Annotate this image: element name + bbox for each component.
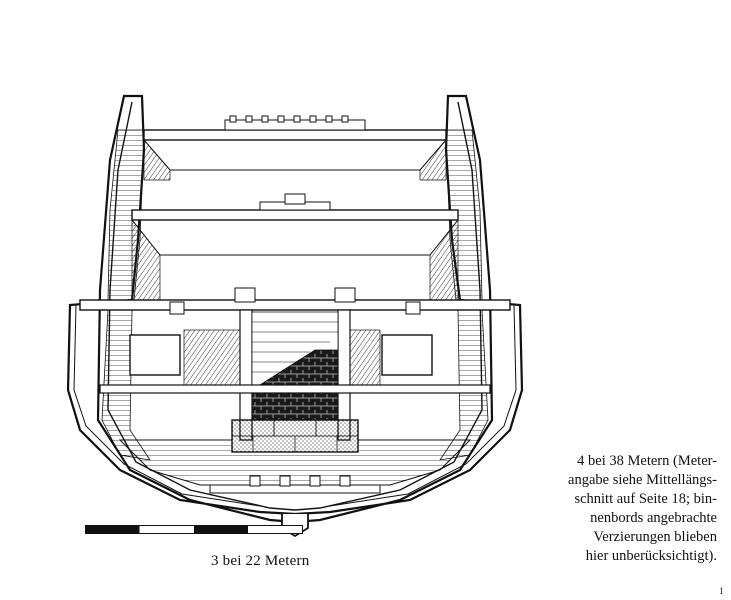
- ship-cross-section-svg: [66, 94, 524, 538]
- side-caption-line: Verzierungen blieben: [593, 529, 717, 545]
- second-deck: [131, 209, 459, 221]
- upper-deck: [143, 129, 447, 141]
- scale-bar-svg: [85, 525, 303, 534]
- side-caption-line: 4 bei 38 Metern (Meter-: [577, 453, 717, 469]
- scale-segment-dark: [85, 525, 140, 534]
- hold-floor: [118, 439, 472, 486]
- upper-rail: [224, 115, 366, 131]
- scale-caption: 3 bei 22 Metern: [211, 553, 310, 569]
- scale-bar: [85, 525, 303, 534]
- side-caption-line: schnitt auf Seite 18; bin-: [574, 491, 717, 507]
- side-caption: 4 bei 38 Metern (Meter- angabe siehe Mit…: [532, 452, 717, 566]
- port-right: [381, 334, 433, 376]
- side-caption-line: angabe siehe Mittellängs-: [568, 472, 717, 488]
- page-number: 1: [719, 586, 724, 596]
- third-deck: [79, 299, 511, 311]
- side-caption-line: nenbords angebrachte: [590, 510, 717, 526]
- ship-cross-section-drawing: [60, 90, 530, 540]
- side-caption-line: hier unberücksichtigt).: [585, 548, 717, 564]
- lower-deck: [99, 384, 491, 394]
- port-left: [129, 334, 181, 376]
- scale-segment-dark: [194, 525, 248, 534]
